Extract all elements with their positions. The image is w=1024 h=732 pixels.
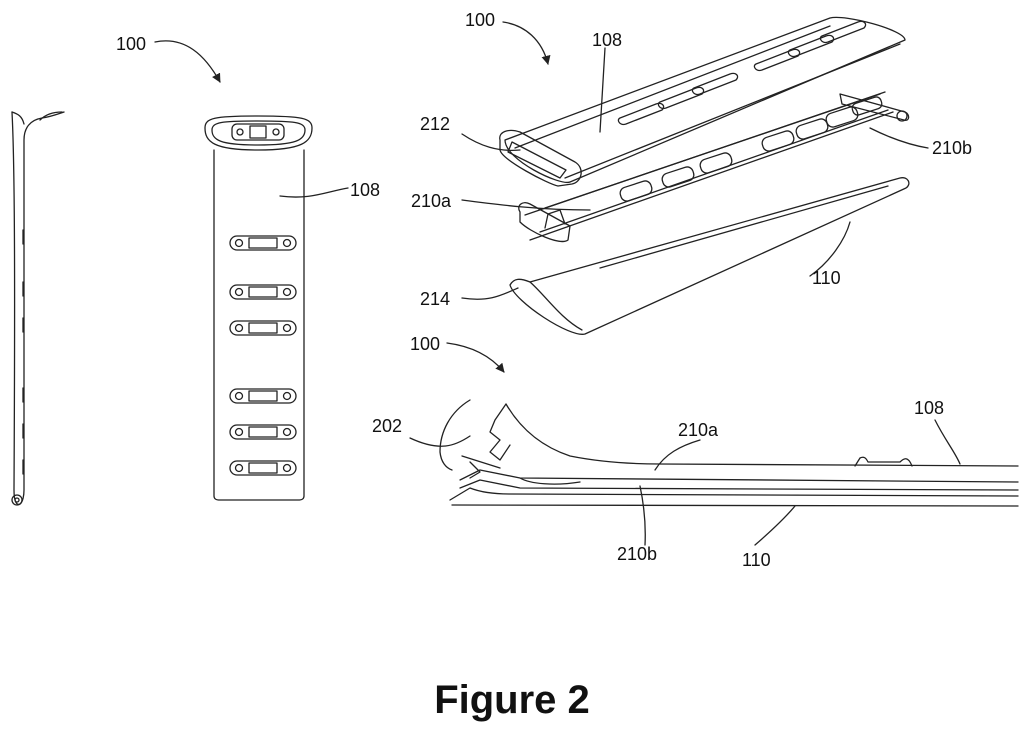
label-top-210a: 210a — [411, 191, 452, 211]
reference-labels: 100 108 100 108 212 210b 210a 110 214 10… — [116, 10, 972, 570]
label-top-214: 214 — [420, 289, 450, 309]
label-top-210b: 210b — [932, 138, 972, 158]
label-top-108: 108 — [592, 30, 622, 50]
label-top-110: 110 — [812, 268, 841, 288]
side-profile-view — [12, 112, 64, 505]
label-bottom-210b: 210b — [617, 544, 657, 564]
front-view-band — [155, 41, 348, 500]
label-bottom-202: 202 — [372, 416, 402, 436]
label-bottom-108: 108 — [914, 398, 944, 418]
label-side-100: 100 — [116, 34, 146, 54]
exploded-inner-plates — [519, 92, 909, 241]
cross-section-view — [410, 343, 1018, 545]
label-side-108: 108 — [350, 180, 380, 200]
exploded-view — [462, 17, 928, 334]
label-bottom-210a: 210a — [678, 420, 719, 440]
figure-caption: Figure 2 — [0, 678, 1024, 723]
label-top-212: 212 — [420, 114, 450, 134]
label-top-100: 100 — [465, 10, 495, 30]
front-view-slots — [230, 236, 296, 475]
label-bottom-110: 110 — [742, 550, 771, 570]
label-bottom-100: 100 — [410, 334, 440, 354]
exploded-bottom-plate — [510, 178, 909, 335]
exploded-top-band — [505, 17, 905, 182]
